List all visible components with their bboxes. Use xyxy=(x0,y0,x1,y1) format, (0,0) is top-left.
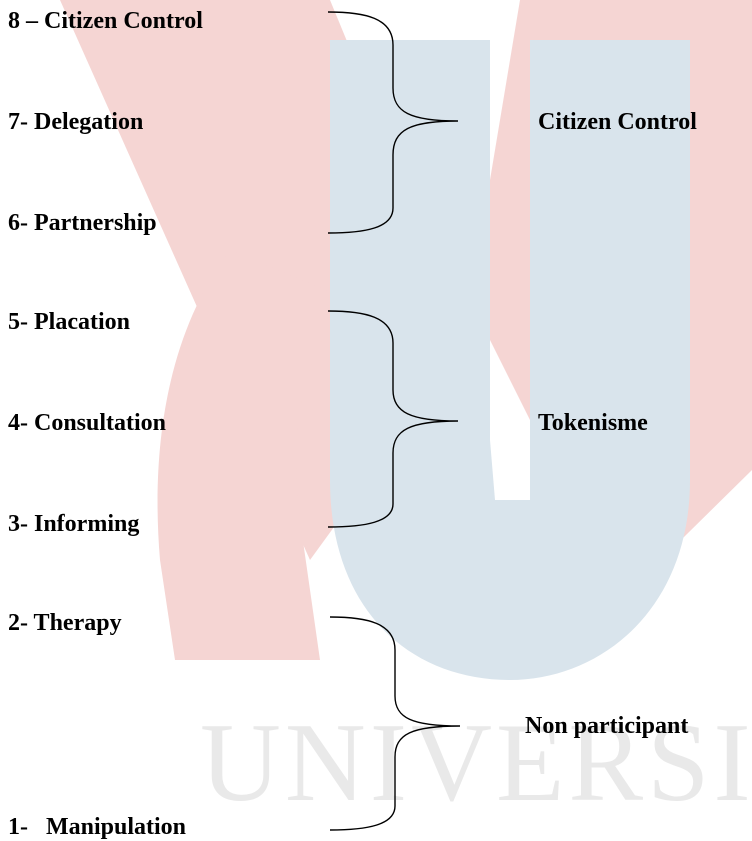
group-label-tokenisme: Tokenisme xyxy=(538,410,648,436)
ladder-rung-1: 1- Manipulation xyxy=(8,814,187,840)
group-label-citizen-control: Citizen Control xyxy=(538,109,697,135)
ladder-rung-8: 8 – Citizen Control xyxy=(8,8,203,34)
brace-tokenisme xyxy=(327,310,459,528)
ladder-rung-5: 5- Placation xyxy=(8,309,130,335)
ladder-rung-4: 4- Consultation xyxy=(8,410,167,436)
brace-citizen-control xyxy=(327,11,459,234)
ladder-rung-7: 7- Delegation xyxy=(8,109,144,135)
watermark-blue-u-shape xyxy=(330,40,690,680)
group-label-non-participant: Non participant xyxy=(525,713,689,739)
ladder-rung-2: 2- Therapy xyxy=(8,610,122,636)
brace-non-participant xyxy=(329,616,461,831)
ladder-rung-6: 6- Partnership xyxy=(8,210,157,236)
ladder-rung-3: 3- Informing xyxy=(8,511,140,537)
watermark-text: UNIVERSITI xyxy=(200,701,752,825)
watermark-red-curve-shape xyxy=(157,250,350,660)
